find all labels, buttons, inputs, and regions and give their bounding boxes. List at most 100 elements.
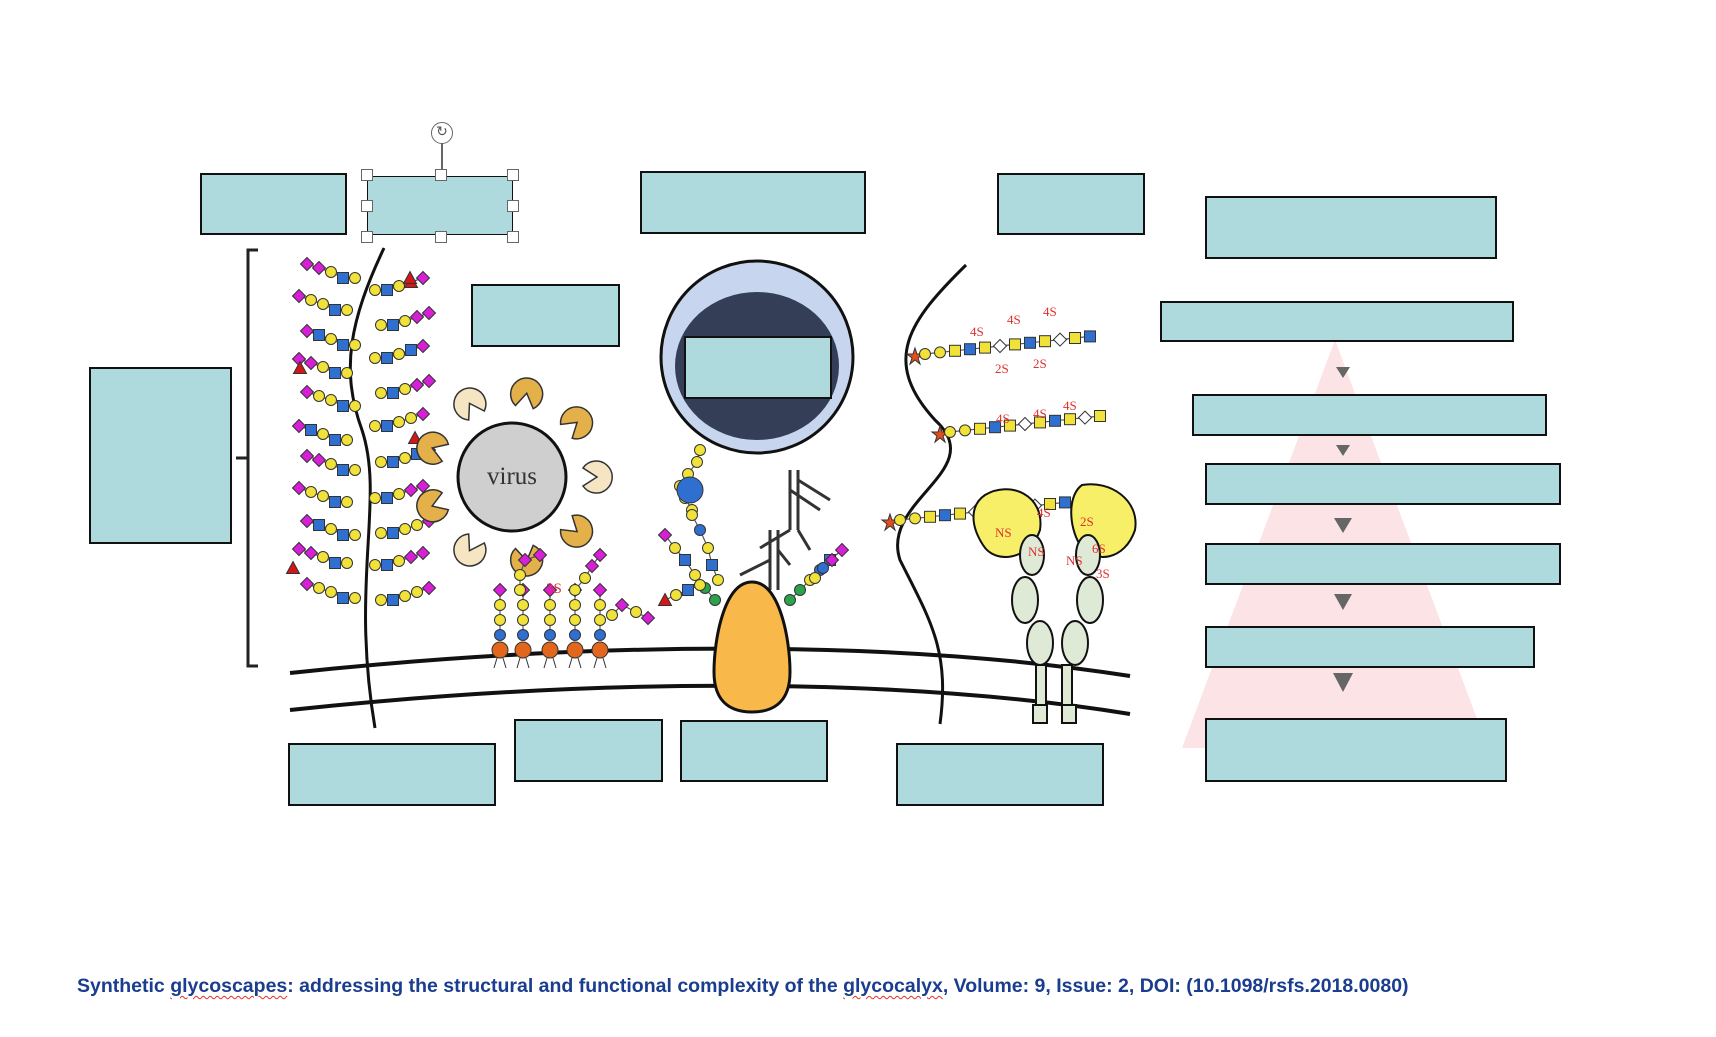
label-box[interactable] (1205, 718, 1507, 782)
galactose-symbol (375, 594, 387, 606)
sialic-acid-symbol (614, 597, 630, 613)
label-box[interactable] (680, 720, 828, 782)
resize-handle-left[interactable] (361, 200, 373, 212)
lectin-symbol (559, 514, 594, 548)
resize-handle-right[interactable] (507, 200, 519, 212)
galactose-symbol (375, 527, 387, 539)
citation: Synthetic glycoscapes: addressing the st… (77, 975, 1409, 998)
galactose-symbol (670, 589, 682, 601)
glcnac-symbol (381, 492, 393, 504)
galactose-symbol (399, 452, 411, 464)
glcnac-symbol (381, 559, 393, 571)
label-box[interactable] (1205, 626, 1535, 668)
galactose-symbol (894, 514, 906, 526)
rotate-handle-icon[interactable]: ↻ (431, 122, 453, 144)
galnac-symbol (1069, 332, 1081, 344)
galactose-symbol (317, 298, 329, 310)
mannose-symbol (544, 629, 556, 641)
galactose-symbol (317, 428, 329, 440)
sialic-acid-symbol (299, 384, 315, 400)
glcnac-symbol (405, 344, 417, 356)
galactose-symbol (369, 284, 381, 296)
galactose-symbol (569, 599, 581, 611)
label-box[interactable] (1205, 196, 1497, 259)
fucose-symbol (285, 560, 301, 574)
sialic-acid-symbol (303, 355, 319, 371)
glcnac-symbol (329, 434, 341, 446)
galactose-symbol (689, 569, 701, 581)
cell-membrane-inner (289, 683, 1131, 716)
glcnac-symbol (1084, 330, 1096, 343)
galactose-symbol (630, 606, 642, 618)
label-box[interactable] (1205, 463, 1561, 505)
label-box[interactable] (200, 173, 347, 235)
galnac-symbol (1039, 335, 1051, 348)
glcnac-symbol (337, 592, 349, 604)
label-box[interactable] (514, 719, 663, 782)
sialic-acid-symbol (584, 558, 600, 574)
label-box[interactable] (997, 173, 1145, 235)
galactose-symbol (494, 599, 506, 611)
svg-text:4S: 4S (1037, 505, 1051, 520)
glcnac-symbol (682, 584, 694, 596)
galactose-symbol (325, 586, 337, 598)
sialic-acid-symbol (403, 482, 419, 498)
galnac-symbol (1009, 338, 1021, 351)
galactose-symbol (544, 614, 556, 626)
galactose-symbol (393, 280, 405, 292)
galactose-symbol (809, 572, 821, 584)
sialic-acid-symbol (291, 541, 307, 557)
label-box[interactable] (1192, 394, 1547, 436)
resize-handle-bottom-left[interactable] (361, 231, 373, 243)
down-arrow-icon (1333, 673, 1353, 692)
galactose-symbol (341, 434, 353, 446)
label-box[interactable] (288, 743, 496, 806)
galactose-symbol (399, 590, 411, 602)
down-arrow-icon (1336, 445, 1350, 456)
label-box-selected[interactable] (367, 176, 513, 235)
lectin-symbol (453, 533, 487, 567)
resize-handle-top-right[interactable] (507, 169, 519, 181)
label-box[interactable] (640, 171, 866, 234)
label-box[interactable] (1205, 543, 1561, 585)
label-box[interactable] (89, 367, 232, 544)
citation-word-glycocalyx: glycocalyx (843, 975, 943, 997)
mannose-symbol (594, 629, 606, 641)
glcnac-symbol (387, 456, 399, 468)
label-box[interactable] (896, 743, 1104, 806)
label-box[interactable] (1160, 301, 1514, 342)
resize-handle-bottom[interactable] (435, 231, 447, 243)
resize-handle-top-left[interactable] (361, 169, 373, 181)
galactose-symbol (341, 304, 353, 316)
galactose-symbol (369, 559, 381, 571)
resize-handle-top[interactable] (435, 169, 447, 181)
glcnac-symbol (939, 509, 951, 522)
galactose-symbol (686, 509, 698, 521)
sialic-acid-symbol (291, 480, 307, 496)
galactose-symbol (325, 266, 337, 278)
label-box[interactable] (684, 336, 832, 399)
sialic-acid-symbol (311, 260, 327, 276)
sialic-acid-symbol (415, 545, 431, 561)
proteoglycan-strand (896, 263, 968, 725)
galactose-symbol (393, 488, 405, 500)
glucose-symbol (784, 594, 796, 606)
sialic-acid-symbol (421, 305, 437, 321)
galactose-symbol (369, 420, 381, 432)
galactose-symbol (317, 551, 329, 563)
galactose-symbol (934, 346, 946, 359)
sialic-acid-symbol (299, 576, 315, 592)
svg-text:2S: 2S (1033, 356, 1047, 371)
galactose-symbol (579, 572, 591, 584)
glycocalyx-bracket (236, 248, 258, 668)
svg-text:6S: 6S (1092, 541, 1106, 556)
glcnac-symbol (679, 554, 691, 566)
svg-text:2S: 2S (995, 361, 1009, 376)
galactose-symbol (375, 456, 387, 468)
galactose-symbol (399, 315, 411, 327)
galactose-symbol (369, 492, 381, 504)
label-box[interactable] (471, 284, 620, 347)
glycoprotein-glycans (657, 527, 850, 606)
resize-handle-bottom-right[interactable] (507, 231, 519, 243)
